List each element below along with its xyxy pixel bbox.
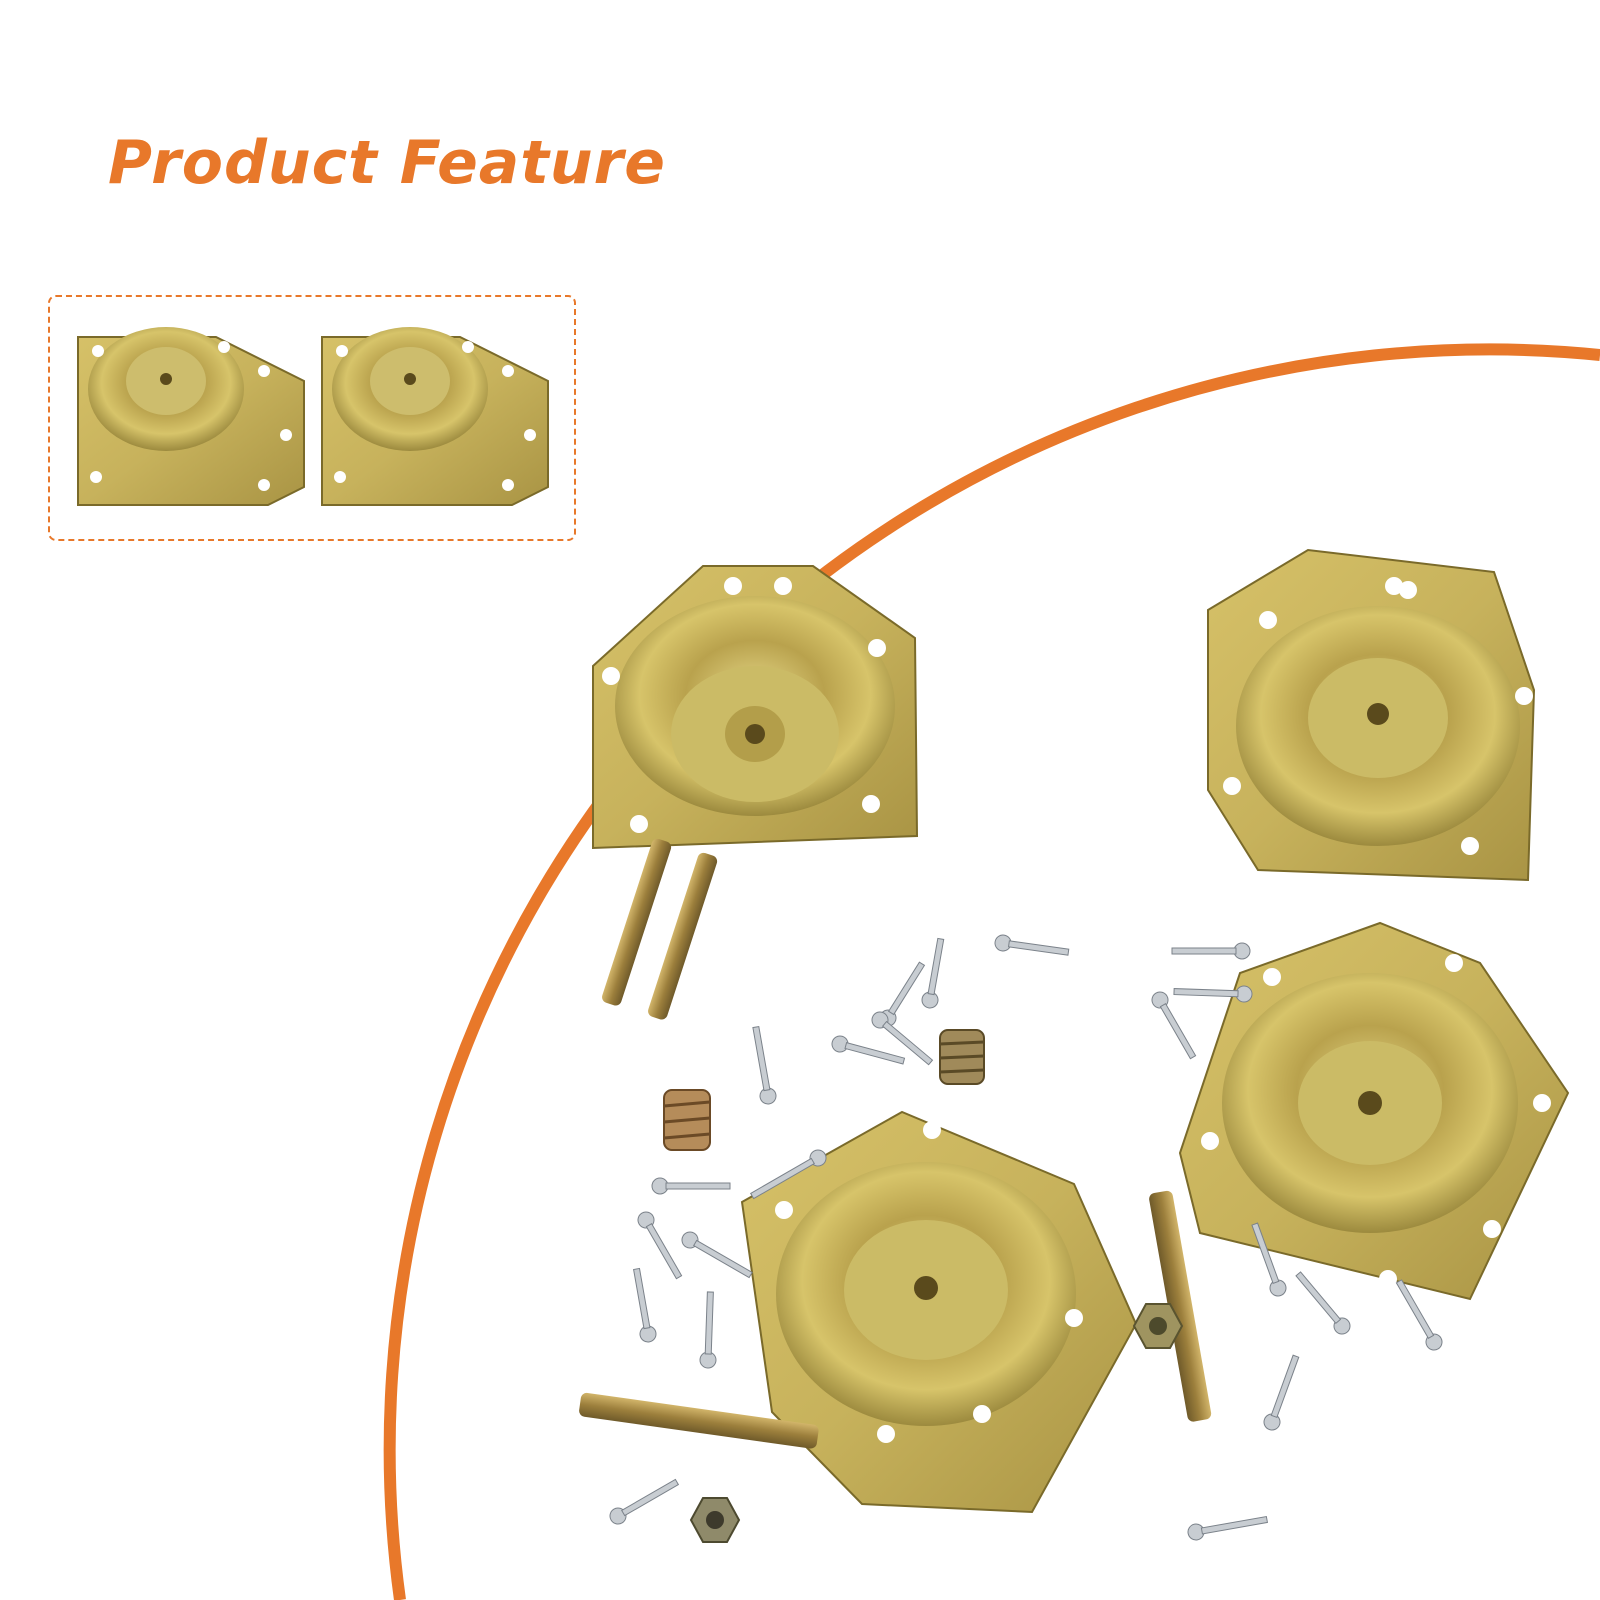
threaded-rod [1149, 1190, 1212, 1422]
wood-screw [637, 1211, 683, 1280]
wood-screw [1251, 1222, 1287, 1297]
wood-screw [1151, 991, 1197, 1060]
threaded-rod [648, 852, 718, 1020]
wood-screw [609, 1478, 680, 1525]
wood-screw [1171, 942, 1251, 960]
threaded-rod [602, 838, 672, 1006]
corner-plate-large-3 [1178, 921, 1570, 1301]
wood-screw [1173, 985, 1253, 1003]
wood-screw [871, 1011, 934, 1066]
wood-screw [1295, 1271, 1351, 1335]
threaded-rod [579, 1392, 819, 1449]
corner-plate-large-1 [592, 565, 919, 850]
wood-screw [752, 1025, 777, 1105]
flange-nut [1132, 1303, 1184, 1349]
page-title: Product Feature [108, 128, 666, 198]
wood-screw [1395, 1279, 1443, 1351]
wood-screw [1187, 1515, 1269, 1541]
wood-screw [749, 1149, 827, 1200]
wood-screw [681, 1231, 753, 1279]
wood-screw [831, 1035, 906, 1065]
wood-screw [994, 934, 1070, 956]
wood-screw [633, 1267, 657, 1343]
threaded-insert [663, 1089, 711, 1151]
threaded-insert [939, 1029, 985, 1085]
wood-screw [651, 1177, 731, 1195]
wood-screw [699, 1291, 717, 1369]
wood-screw [1263, 1354, 1300, 1431]
wood-screw [921, 937, 945, 1009]
corner-plate-large-2 [1207, 548, 1536, 882]
thumbnail-frame [48, 295, 576, 541]
flange-nut [689, 1497, 741, 1543]
corner-plate-large-4 [740, 1110, 1138, 1514]
thumb-plate-2 [321, 327, 549, 506]
thumb-plate-1 [77, 327, 305, 506]
